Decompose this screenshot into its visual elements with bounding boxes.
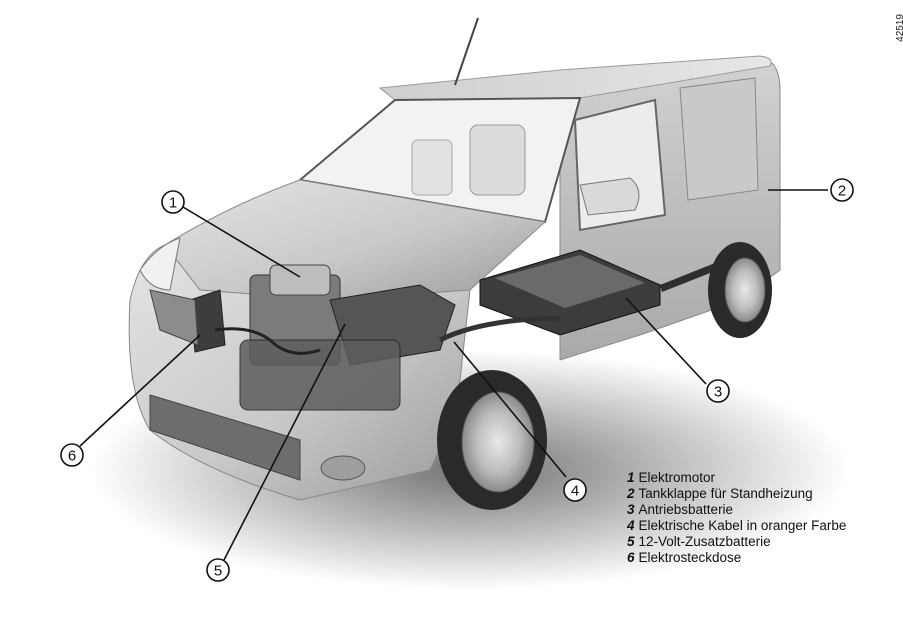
callout-6: 6 bbox=[60, 443, 84, 467]
leader-line-3 bbox=[625, 297, 707, 385]
leader-line-6 bbox=[79, 334, 201, 447]
logo-plate bbox=[149, 289, 199, 346]
van-roof bbox=[378, 55, 772, 101]
callout-number: 4 bbox=[571, 483, 579, 500]
side-mirror bbox=[579, 177, 640, 216]
callout-number: 6 bbox=[68, 448, 76, 465]
leader-line-1 bbox=[182, 206, 301, 278]
legend-number: 6 bbox=[627, 550, 635, 565]
hood bbox=[164, 179, 547, 301]
front-wheel-rim bbox=[461, 391, 535, 493]
seat bbox=[469, 124, 526, 196]
callout-5: 5 bbox=[206, 558, 230, 582]
legend-number: 5 bbox=[627, 534, 635, 549]
callout-2: 2 bbox=[830, 178, 854, 202]
lower-grille bbox=[149, 394, 301, 481]
callout-number: 2 bbox=[838, 183, 846, 200]
callout-number: 1 bbox=[169, 195, 177, 212]
cable bbox=[438, 315, 561, 343]
callout-number: 5 bbox=[214, 563, 222, 580]
legend-label: Elektrische Kabel in oranger Farbe bbox=[638, 518, 847, 533]
legend-number: 1 bbox=[627, 470, 635, 485]
callout-3: 3 bbox=[706, 379, 730, 403]
leader-lines bbox=[79, 189, 828, 561]
legend-label: Elektromotor bbox=[638, 470, 716, 485]
reference-code: 42519 bbox=[895, 14, 903, 42]
leader-line-5 bbox=[223, 323, 346, 561]
legend-number: 2 bbox=[627, 486, 635, 501]
antenna bbox=[454, 17, 479, 86]
traction-battery bbox=[479, 249, 661, 336]
rear-wheel-rim bbox=[724, 257, 766, 323]
leader-line-4 bbox=[453, 341, 567, 478]
legend-label: Antriebsbatterie bbox=[638, 502, 734, 517]
callout-number: 3 bbox=[714, 384, 722, 401]
legend-label: Tankklappe für Standheizung bbox=[638, 486, 813, 501]
fog-light bbox=[320, 455, 366, 481]
legend-label: 12-Volt-Zusatzbatterie bbox=[638, 534, 771, 549]
headlight bbox=[139, 237, 181, 291]
callout-4: 4 bbox=[563, 478, 587, 502]
legend-number: 4 bbox=[627, 518, 635, 533]
legend-number: 3 bbox=[627, 502, 635, 517]
side-window-rear bbox=[679, 77, 759, 201]
seat bbox=[411, 139, 453, 196]
callout-1: 1 bbox=[161, 190, 185, 214]
legend-label: Elektrosteckdose bbox=[638, 550, 742, 565]
engine-bay bbox=[214, 264, 456, 411]
